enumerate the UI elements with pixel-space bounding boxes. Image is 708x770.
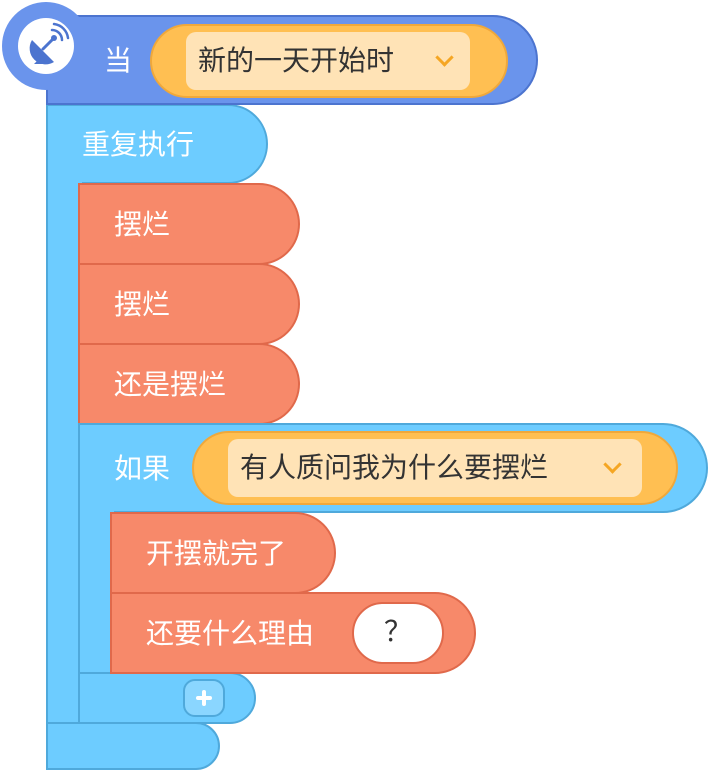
inner-block-1[interactable]: 开摆就完了 — [110, 512, 336, 594]
action-block-2[interactable]: 摆烂 — [78, 263, 300, 345]
if-block-label: 如果 — [114, 452, 171, 485]
event-dropdown[interactable]: 新的一天开始时 — [150, 24, 508, 98]
add-block-button[interactable] — [183, 679, 225, 717]
action-block-label: 摆烂 — [114, 288, 171, 321]
answer-input-value: ？ — [383, 615, 412, 648]
if-block-bottom — [78, 672, 256, 724]
plus-icon — [196, 690, 212, 706]
repeat-block-bottom — [46, 722, 220, 770]
chevron-down-icon — [435, 48, 454, 67]
condition-dropdown[interactable]: 有人质问我为什么要摆烂 — [192, 431, 678, 505]
action-block-label: 摆烂 — [114, 208, 171, 241]
condition-dropdown-field[interactable]: 有人质问我为什么要摆烂 — [228, 439, 642, 497]
hat-icon-inner — [18, 18, 74, 74]
repeat-block-label: 重复执行 — [82, 128, 195, 161]
condition-dropdown-value: 有人质问我为什么要摆烂 — [240, 451, 549, 484]
action-block-label: 还是摆烂 — [114, 368, 227, 401]
event-dropdown-value: 新的一天开始时 — [198, 44, 395, 77]
satellite-dish-icon — [29, 22, 70, 65]
action-block-3[interactable]: 还是摆烂 — [78, 343, 300, 425]
hat-block-label: 当 — [104, 44, 133, 77]
chevron-down-icon — [603, 455, 622, 474]
inner-block-label: 开摆就完了 — [146, 537, 287, 570]
repeat-block[interactable]: 重复执行 — [46, 104, 268, 184]
event-dropdown-field[interactable]: 新的一天开始时 — [186, 32, 470, 90]
inner-block-label: 还要什么理由 — [146, 617, 315, 650]
repeat-block-arm — [46, 180, 82, 764]
inner-block-2[interactable]: 还要什么理由 ？ — [110, 592, 476, 674]
action-block-1[interactable]: 摆烂 — [78, 183, 300, 265]
hat-icon-circle — [2, 2, 90, 90]
answer-input[interactable]: ？ — [352, 602, 444, 664]
